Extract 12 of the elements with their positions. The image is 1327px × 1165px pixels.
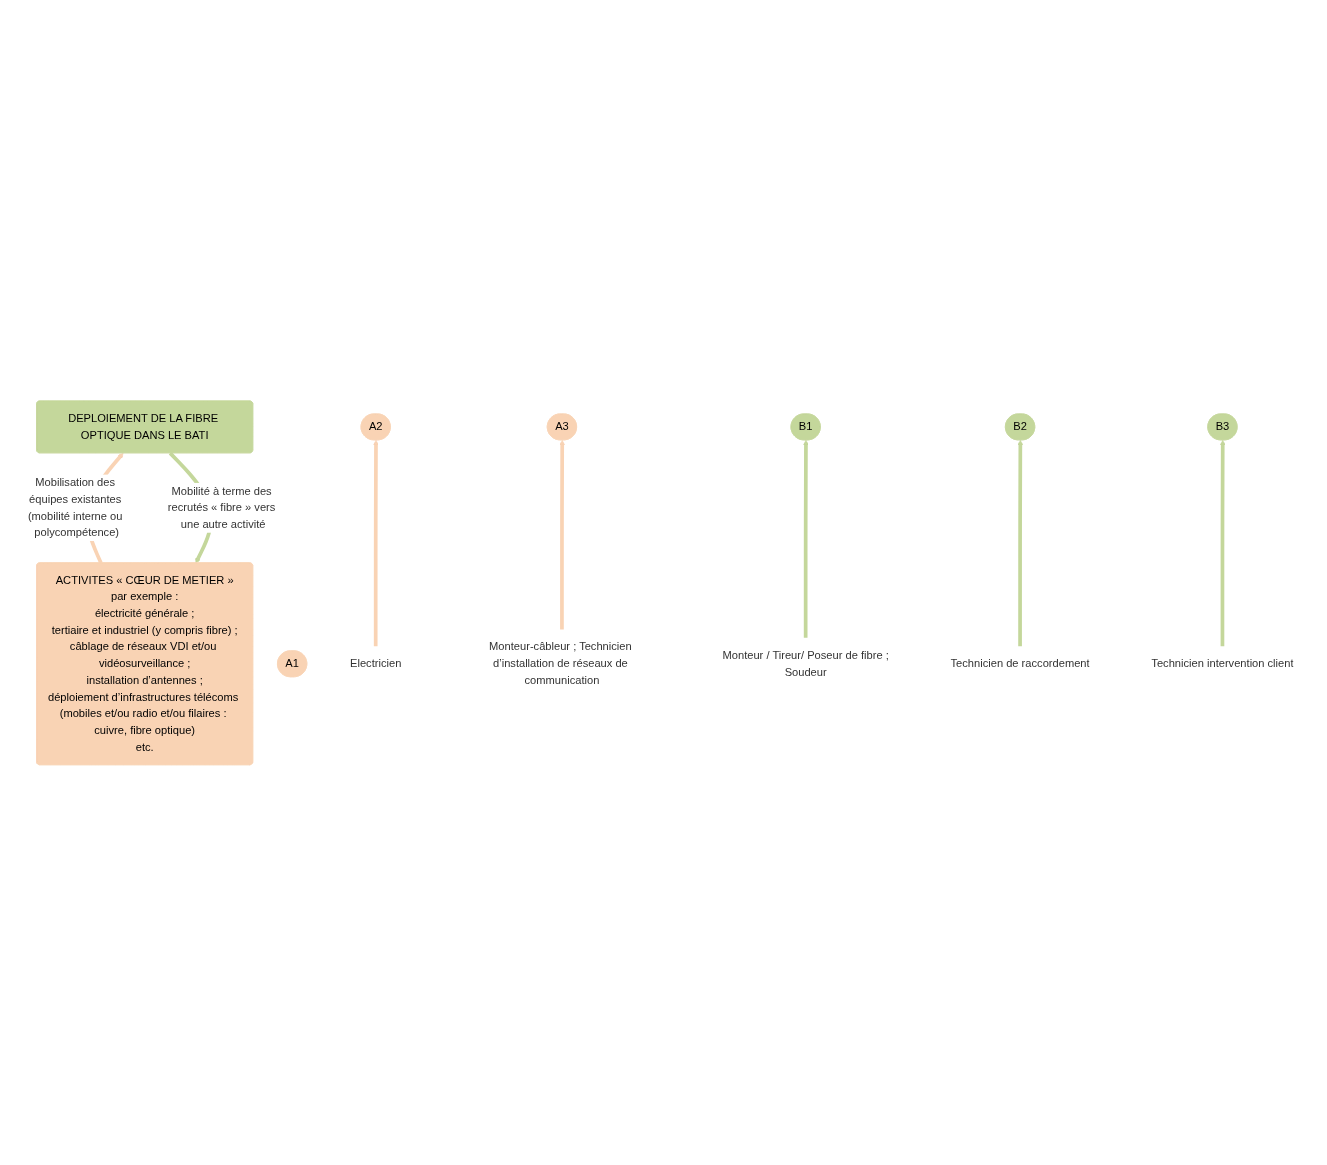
arrow [803, 439, 809, 638]
edge-label: Mobilité à terme des recrutés « fibre » vers une autre activité [167, 484, 276, 530]
arrow [559, 439, 565, 630]
arrow [1220, 439, 1226, 646]
node-text: Electricien [350, 656, 402, 670]
arrow [373, 439, 379, 646]
node-text: Monteur-câbleur ; Technicien d’installation de réseaux de communication [489, 640, 632, 686]
node-text: Monteur / Tireur/ Poseur de fibre ; Soudeur [722, 648, 889, 678]
arrow [1017, 439, 1024, 646]
node-text: Technicien intervention client [1151, 656, 1294, 670]
node-text: Technicien de raccordement [950, 656, 1090, 670]
edge-label: Mobilisation des équipes existantes (mobilité interne ou polycompétence) [27, 475, 123, 539]
